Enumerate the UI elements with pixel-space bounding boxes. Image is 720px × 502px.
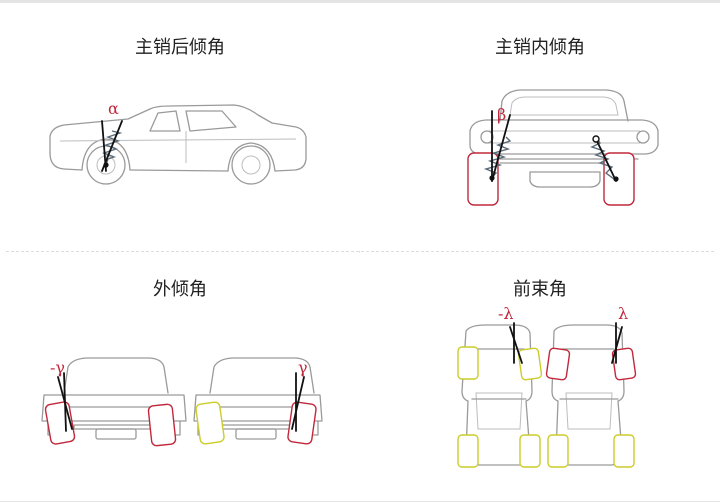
camber-right-car-left-tire [195, 401, 225, 445]
camber-cars-rear-illustration: -γ γ [41, 357, 323, 447]
camber-positive-gamma-label: γ [298, 358, 308, 377]
horizontal-divider [6, 251, 714, 252]
toe-left-car-rear-left-tire [457, 434, 479, 468]
toe-right-car-rear-left-tire [547, 434, 569, 468]
camber-negative-gamma-label: -γ [50, 358, 65, 377]
toe-cars-top-illustration: -λ λ [457, 304, 637, 468]
toe-angle-panel: 前束角 -λ [360, 253, 720, 501]
toe-left-car-front-right-tire [517, 347, 543, 381]
camber-right-tire-positive [287, 401, 317, 445]
camber-angle-panel: 外倾角 -γ [0, 253, 360, 501]
caster-angle-panel: 主销后倾角 α [0, 3, 360, 251]
caster-car-side-illustration: α [49, 99, 307, 185]
right-front-tire [603, 152, 635, 206]
camber-left-car-right-tire [147, 403, 177, 447]
camber-angle-title: 外倾角 [153, 279, 207, 300]
toe-right-car-front-right-tire [611, 347, 637, 381]
toe-right-car-front-left-tire [545, 347, 571, 381]
left-front-tire [467, 152, 499, 206]
kingpin-inclination-panel: 主销内倾角 [360, 3, 720, 251]
kingpin-beta-label: β [497, 105, 506, 124]
kingpin-car-front-illustration: β [467, 89, 659, 206]
toe-left-car-rear-right-tire [519, 434, 541, 468]
caster-angle-title: 主销后倾角 [135, 37, 225, 58]
toe-negative-lambda-label: -λ [498, 304, 514, 323]
kingpin-inclination-title: 主销内倾角 [495, 37, 585, 58]
vertical-divider [359, 9, 360, 493]
toe-positive-lambda-label: λ [618, 304, 628, 323]
toe-left-car-front-left-tire [457, 346, 479, 380]
toe-right-car-rear-right-tire [613, 434, 635, 468]
toe-angle-title: 前束角 [513, 279, 567, 300]
caster-alpha-label: α [108, 99, 119, 118]
